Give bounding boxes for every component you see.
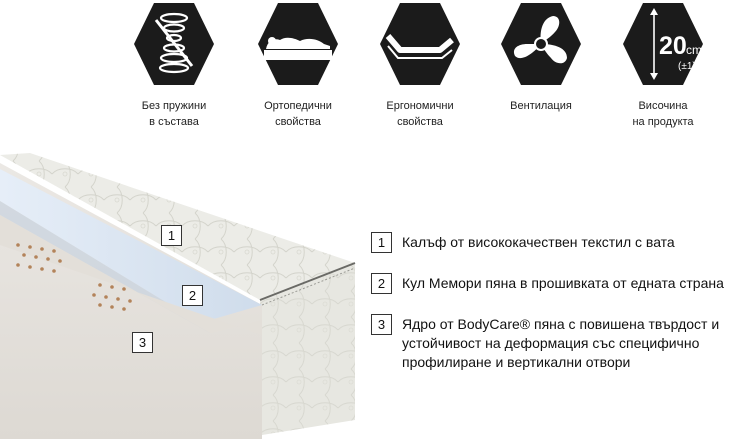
features-row: Без пружини в състава Ортопедични свойст… [0, 0, 753, 135]
no-springs-icon [134, 3, 214, 85]
feature-label: Без пружини в състава [141, 100, 207, 128]
feature-label: Ергономични свойства [386, 100, 454, 128]
callout-3: 3 [132, 332, 153, 353]
callout-2: 2 [182, 285, 203, 306]
legend-number: 3 [371, 314, 392, 335]
legend-text: Ядро от BodyCare® пяна с повишена твърдо… [402, 316, 720, 370]
callout-1: 1 [161, 225, 182, 246]
height-tolerance: (±1) [678, 61, 696, 72]
feature-label: Ортопедични свойства [264, 100, 332, 128]
ergonomic-icon [380, 3, 460, 85]
legend-number: 1 [371, 232, 392, 253]
feature-label: Височина на продукта [632, 100, 694, 128]
orthopedic-icon [258, 3, 338, 85]
height-icon: 20 cm (±1) [623, 3, 703, 85]
feature-label: Вентилация [510, 100, 572, 112]
legend-text: Кул Мемори пяна в прошивката от едната с… [402, 275, 724, 291]
ventilation-fan-icon [501, 3, 581, 85]
legend-number: 2 [371, 273, 392, 294]
height-value: 20 [659, 32, 687, 60]
height-unit: cm [686, 43, 702, 57]
mattress-cutaway: 1 2 3 [0, 135, 370, 439]
legend-text: Калъф от висококачествен текстил с вата [402, 234, 675, 250]
